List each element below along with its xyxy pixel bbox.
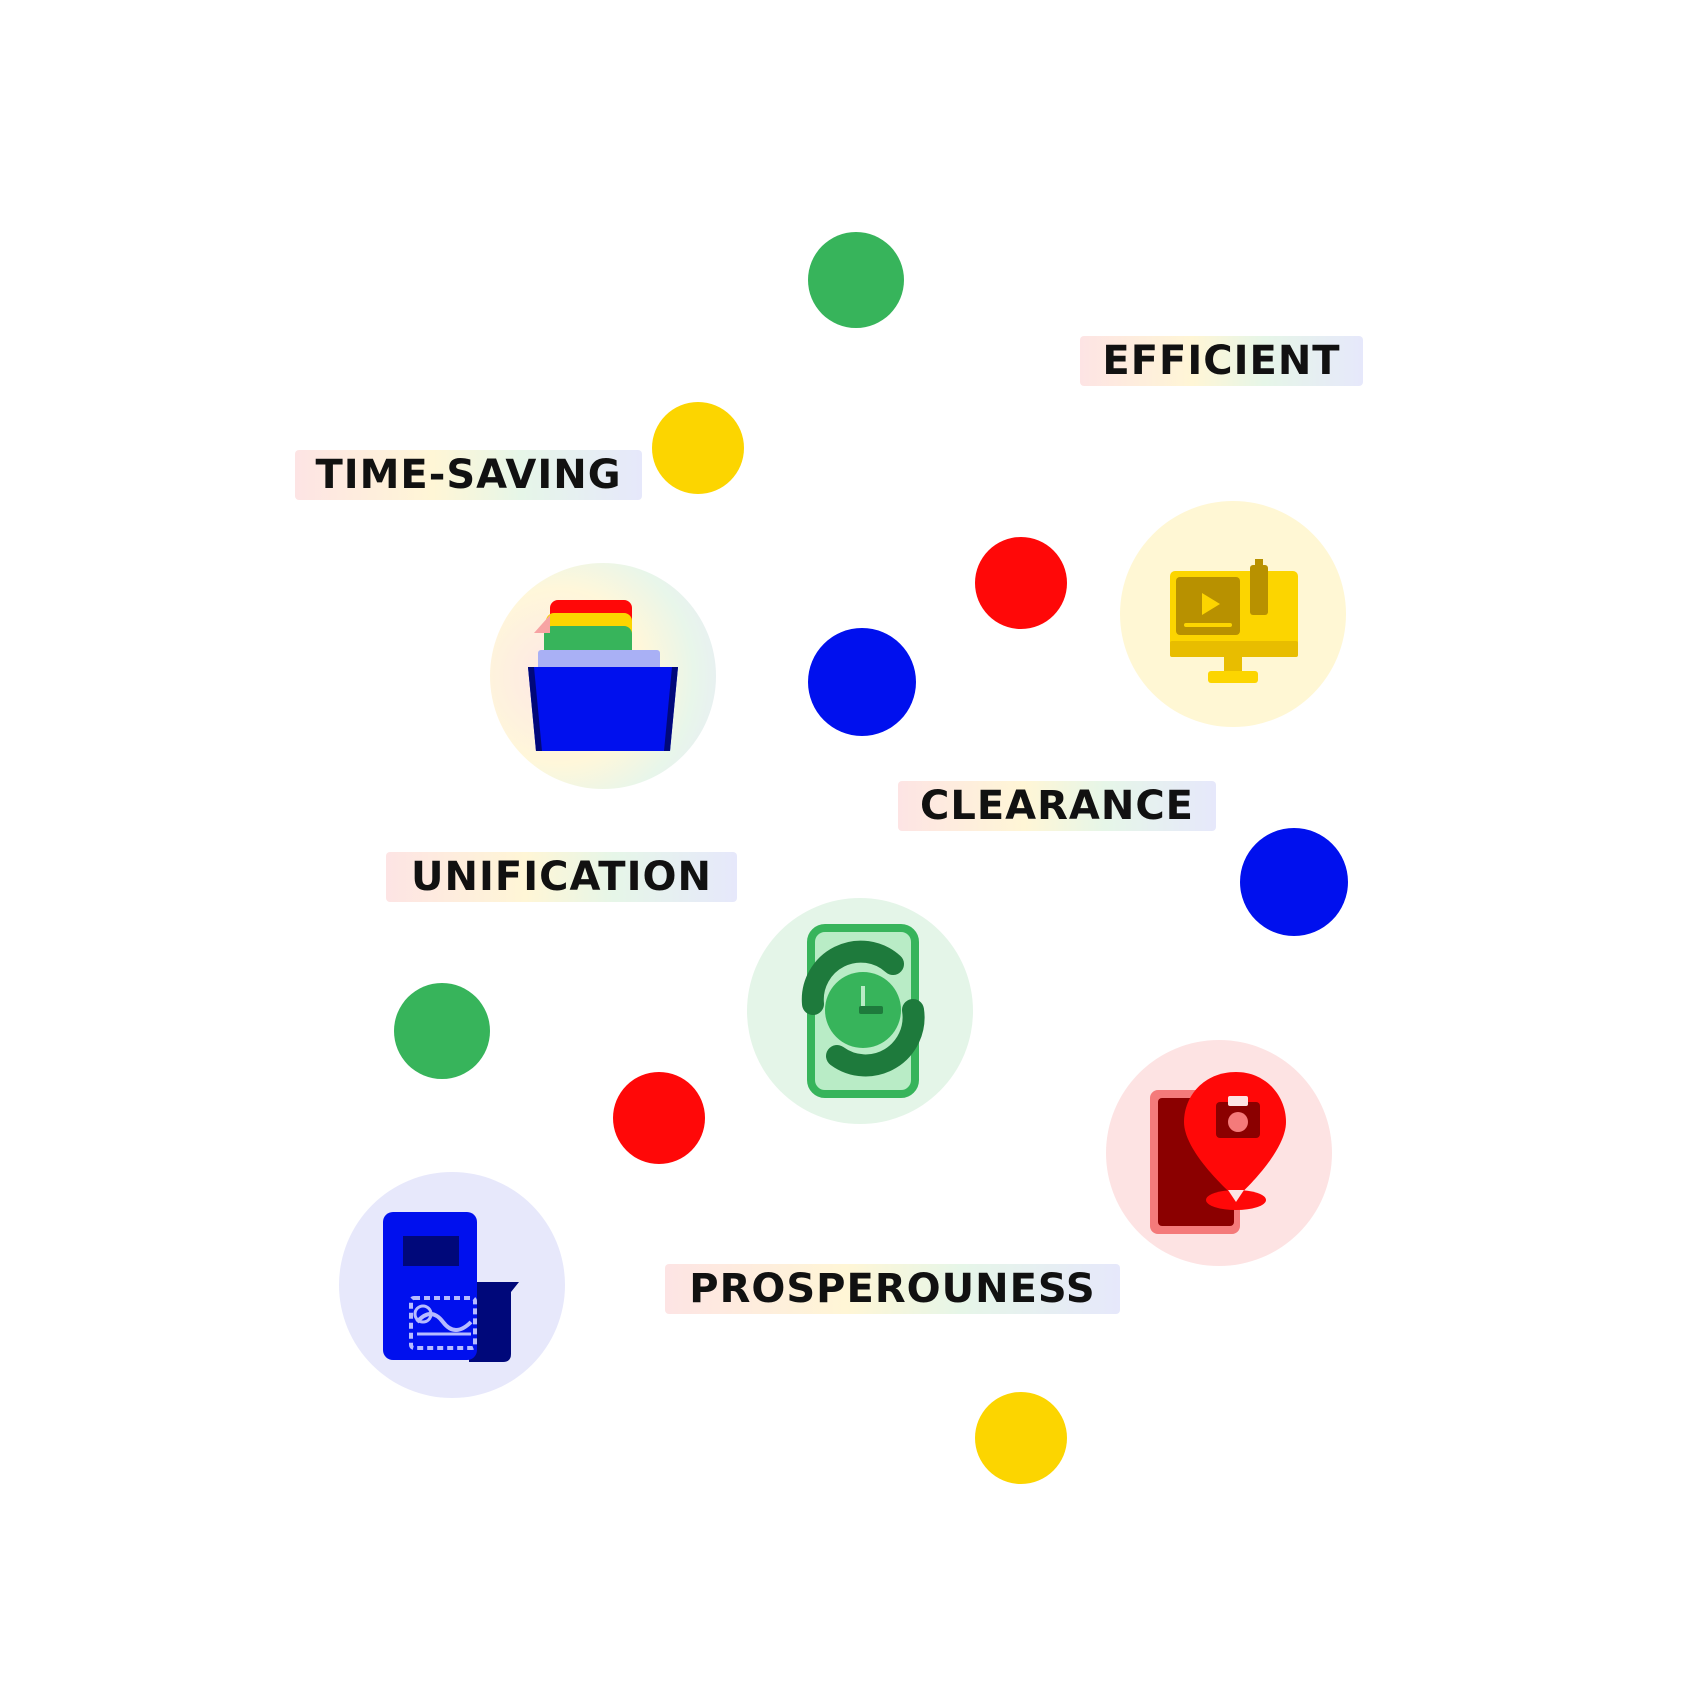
label-unification: UNIFICATION xyxy=(386,852,737,902)
map-pin-svg xyxy=(1150,1072,1286,1234)
label-clearance: CLEARANCE xyxy=(898,781,1216,831)
green-dot-left xyxy=(394,983,490,1079)
monitor-video-icon xyxy=(1120,501,1346,727)
phone-sync-clock-icon xyxy=(747,898,973,1124)
blue-dot-right xyxy=(1240,828,1348,936)
red-dot-lower xyxy=(613,1072,705,1164)
red-dot-upper xyxy=(975,537,1067,629)
label-efficient: EFFICIENT xyxy=(1080,336,1363,386)
document-stamp-icon xyxy=(339,1172,565,1398)
blue-dot-center xyxy=(808,628,916,736)
map-location-pin-icon xyxy=(1106,1040,1332,1266)
folder-svg xyxy=(528,600,678,751)
folder-icon xyxy=(490,563,716,789)
green-dot-top xyxy=(808,232,904,328)
monitor-svg xyxy=(1170,559,1298,683)
yellow-dot-bottom xyxy=(975,1392,1067,1484)
document-svg xyxy=(383,1212,519,1362)
yellow-dot-top xyxy=(652,402,744,494)
phone-sync-svg xyxy=(801,924,925,1098)
label-time-saving: TIME-SAVING xyxy=(295,450,642,500)
label-prosperousness: PROSPEROUNESS xyxy=(665,1264,1120,1314)
